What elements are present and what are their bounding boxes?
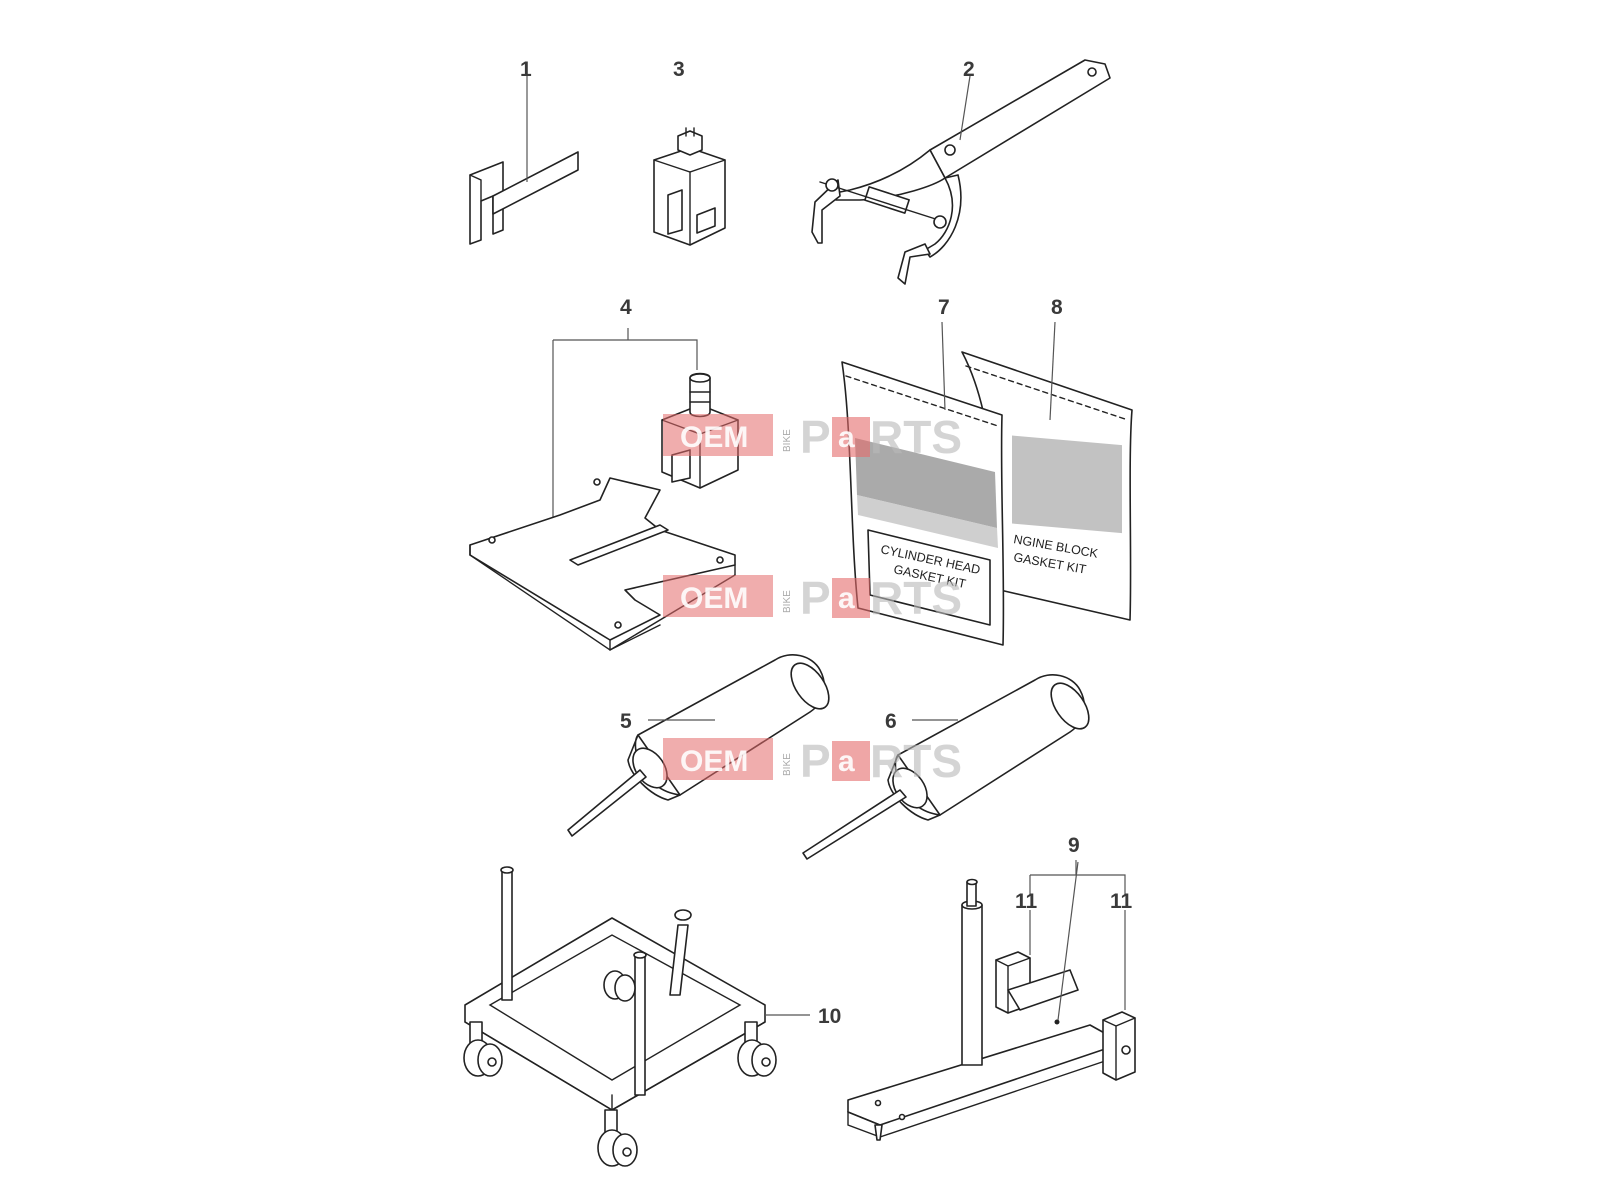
part-7-cylinder-head-gasket-kit: CYLINDER HEAD GASKET KIT — [841, 321, 1005, 646]
part-9-engine-support-fixture — [847, 860, 1136, 1141]
svg-text:a: a — [838, 582, 855, 615]
part-8-engine-block-gasket-kit: NGINE BLOCK GASKET KIT — [961, 321, 1133, 621]
svg-text:RTS: RTS — [870, 735, 962, 787]
watermark-1: OEM BIKE P a RTS — [663, 411, 962, 463]
svg-text:OEM: OEM — [680, 582, 748, 615]
svg-text:a: a — [838, 421, 855, 454]
callout-6: 6 — [885, 710, 897, 733]
callout-7: 7 — [938, 296, 950, 319]
svg-text:RTS: RTS — [870, 572, 962, 624]
callout-5: 5 — [620, 710, 632, 733]
callout-3: 3 — [673, 58, 685, 81]
watermark-2: OEM BIKE P a RTS — [663, 572, 962, 624]
callout-4: 4 — [620, 296, 632, 319]
part-10-engine-stand — [463, 866, 810, 1167]
svg-text:a: a — [838, 745, 855, 778]
svg-text:BIKE: BIKE — [782, 753, 793, 776]
svg-text:P: P — [800, 572, 831, 624]
svg-text:OEM: OEM — [680, 421, 748, 454]
part-6-injector-tool — [802, 674, 1090, 860]
svg-text:RTS: RTS — [870, 411, 962, 463]
callout-10: 10 — [818, 1005, 841, 1028]
svg-text:OEM: OEM — [680, 745, 748, 778]
part-1-hook-tool — [469, 76, 579, 245]
callout-8: 8 — [1051, 296, 1063, 319]
callout-11-right: 11 — [1110, 890, 1133, 913]
part-2-pin-spanner-wrench — [811, 59, 1111, 285]
callout-2: 2 — [963, 58, 975, 81]
callout-1: 1 — [520, 58, 532, 81]
svg-text:P: P — [800, 735, 831, 787]
svg-text:BIKE: BIKE — [782, 590, 793, 613]
callout-11-left: 11 — [1015, 890, 1038, 913]
svg-text:P: P — [800, 411, 831, 463]
part-3-clamp-block — [653, 127, 726, 246]
svg-text:BIKE: BIKE — [782, 429, 793, 452]
callout-9: 9 — [1068, 834, 1080, 857]
watermark-3: OEM BIKE P a RTS — [663, 735, 962, 787]
